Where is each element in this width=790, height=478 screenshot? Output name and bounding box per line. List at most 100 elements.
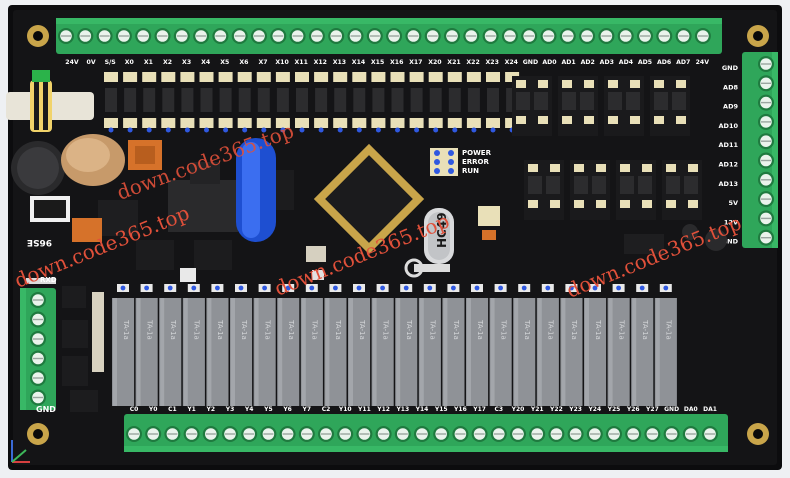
input-channel-part: [218, 72, 233, 133]
terminal-screw: [115, 28, 132, 44]
terminal-screw: [126, 426, 142, 442]
terminal-screw: [375, 426, 392, 442]
bottom-terminal-label: Y13: [395, 406, 409, 413]
left-terminal-screws: [30, 292, 46, 406]
input-channel-part: [199, 72, 214, 133]
crystal-oscillator: [404, 208, 454, 278]
terminal-screw: [77, 28, 94, 44]
relay: TA-1a: [536, 298, 559, 406]
bottom-terminal-label: C2: [322, 406, 331, 413]
relay: TA-1a: [418, 298, 441, 406]
relay-led: [376, 284, 389, 292]
relay-label: TA-1a: [334, 319, 342, 340]
terminal-screw: [758, 210, 774, 227]
relay-label: TA-1a: [476, 319, 484, 340]
relay-led: [636, 284, 649, 292]
relay-led: [471, 284, 483, 292]
relay-led: [258, 284, 271, 292]
terminal-screw: [548, 426, 565, 442]
right-terminal-label: AD13: [719, 180, 738, 188]
analog-channel: [512, 76, 552, 136]
top-terminal-label: X16: [390, 59, 403, 66]
top-terminal-label: X14: [352, 59, 366, 66]
top-terminal-label: 24V: [696, 59, 710, 66]
left-edge-gnd-label: GND: [36, 405, 56, 414]
top-terminal-label: X12: [314, 59, 327, 66]
relay-label: TA-1a: [641, 319, 649, 340]
input-channel-part: [142, 72, 157, 133]
relay-led: [447, 284, 460, 292]
input-channel-part: [256, 72, 271, 133]
relay-label: TA-1a: [193, 319, 201, 340]
status-label-power: POWER: [462, 149, 492, 157]
relay-led: [518, 284, 531, 292]
bottom-terminal-label: Y2: [206, 406, 216, 413]
top-terminal-label: X10: [275, 59, 289, 66]
terminal-screw: [644, 426, 661, 442]
relay: TA-1a: [348, 298, 371, 406]
top-terminal-label: AD3: [600, 59, 614, 66]
relay-label: TA-1a: [570, 319, 578, 340]
terminal-screw: [241, 426, 258, 442]
terminal-screw: [270, 28, 287, 44]
right-terminal-label: 5V: [728, 199, 738, 207]
terminal-screw: [433, 426, 450, 442]
relay-led: [589, 284, 601, 292]
input-channel-part: [275, 72, 290, 133]
terminal-screw: [30, 350, 46, 367]
terminal-screw: [444, 28, 460, 44]
top-terminal-label: X0: [125, 59, 135, 66]
terminal-screw: [682, 426, 699, 442]
terminal-screw: [337, 426, 354, 442]
top-terminal-label: X4: [201, 59, 211, 66]
terminal-screw: [347, 28, 364, 44]
analog-channel: [570, 160, 610, 220]
relay-led: [187, 284, 200, 292]
analog-channel: [524, 160, 564, 220]
analog-channel: [662, 160, 702, 220]
relay: TA-1a: [584, 298, 607, 406]
right-terminal-label: AD12: [719, 161, 738, 169]
terminal-screw: [231, 28, 248, 44]
input-channel-part: [333, 72, 348, 133]
relay-led: [353, 284, 365, 292]
terminal-screw: [567, 426, 584, 442]
right-terminal-label: AD8: [723, 83, 738, 91]
terminal-screw: [637, 28, 653, 44]
input-channel-part: [352, 72, 367, 133]
terminal-screw: [758, 133, 774, 150]
top-terminal-label: AD5: [638, 59, 652, 66]
relay-led: [140, 284, 153, 292]
left-terminal-block: [20, 288, 56, 410]
right-terminal-label: AD9: [723, 103, 738, 111]
terminal-screw: [656, 28, 673, 44]
terminal-screw: [471, 426, 488, 442]
terminal-screw: [452, 426, 469, 442]
crystal-label: HC49: [435, 212, 449, 248]
power-regulator: [128, 140, 162, 170]
terminal-screw: [424, 28, 441, 44]
relay-label: TA-1a: [311, 319, 319, 340]
relay-label: TA-1a: [216, 319, 224, 340]
top-terminal-label: X24: [505, 59, 519, 66]
terminal-screw: [289, 28, 306, 44]
input-channel-part: [314, 72, 329, 133]
relay: TA-1a: [253, 298, 276, 406]
input-channel-part: [123, 72, 138, 133]
relay-label: TA-1a: [523, 319, 531, 340]
terminal-screw: [758, 56, 774, 72]
bottom-terminal-label: Y16: [453, 406, 467, 413]
relay: TA-1a: [442, 298, 465, 406]
terminal-screw: [298, 426, 315, 442]
relay: TA-1a: [513, 298, 536, 406]
bottom-terminal-label: Y10: [338, 406, 352, 413]
relay: TA-1a: [159, 298, 182, 406]
relay-label: TA-1a: [499, 319, 507, 340]
bottom-terminal-label: DA0: [684, 406, 698, 413]
relay: TA-1a: [230, 298, 253, 406]
input-channel-part: [466, 72, 481, 133]
bottom-terminal-label: GND: [664, 406, 679, 413]
right-terminal-label: AD11: [719, 141, 739, 149]
